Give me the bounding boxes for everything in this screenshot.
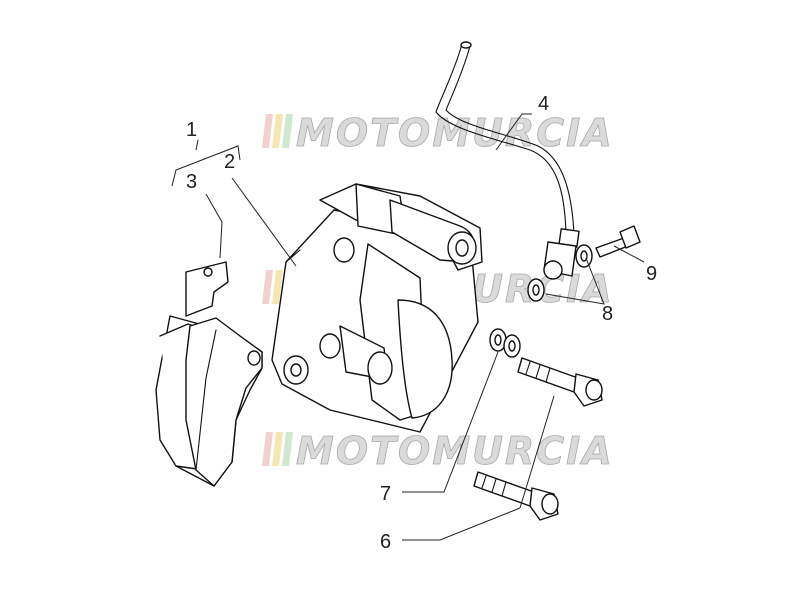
- callout-3: 3: [186, 171, 197, 193]
- watermark-text: MOTOMURCIA: [296, 429, 614, 473]
- watermark-stripe-red: [262, 432, 273, 466]
- brake-pads: [155, 261, 263, 487]
- bleed-screw: [595, 225, 641, 258]
- watermark-stripe-yellow: [272, 114, 283, 148]
- brake-hose: [435, 41, 580, 280]
- mounting-bolt-lower: [473, 471, 559, 521]
- callout-4: 4: [538, 93, 549, 115]
- callout-9: 9: [646, 263, 657, 285]
- watermark-stripe-green: [282, 114, 293, 148]
- watermark-stripe-red: [262, 114, 273, 148]
- mounting-bolt-upper: [517, 357, 603, 407]
- watermark-stripes: [262, 432, 293, 466]
- watermark-bottom: MOTOMURCIA: [262, 429, 614, 473]
- watermark-text: MOTOMURCIA: [296, 111, 614, 155]
- watermark-top: MOTOMURCIA: [262, 111, 614, 155]
- callout-2: 2: [224, 151, 235, 173]
- bolt-washers: [489, 328, 521, 358]
- watermark-stripe-yellow: [272, 270, 283, 304]
- callout-7: 7: [380, 483, 391, 505]
- callout-1: 1: [186, 119, 197, 141]
- callout-6: 6: [380, 531, 391, 553]
- callout-labels: 1 2 3 4 9 8 7 6: [186, 93, 657, 553]
- leader-lines: [171, 113, 645, 541]
- watermark-stripe-yellow: [272, 432, 283, 466]
- watermark-stripe-red: [262, 270, 273, 304]
- callout-8: 8: [602, 303, 613, 325]
- caliper-body: [271, 183, 483, 433]
- hose-washers: [527, 244, 593, 302]
- watermark-stripe-green: [282, 432, 293, 466]
- watermark-stripes: [262, 114, 293, 148]
